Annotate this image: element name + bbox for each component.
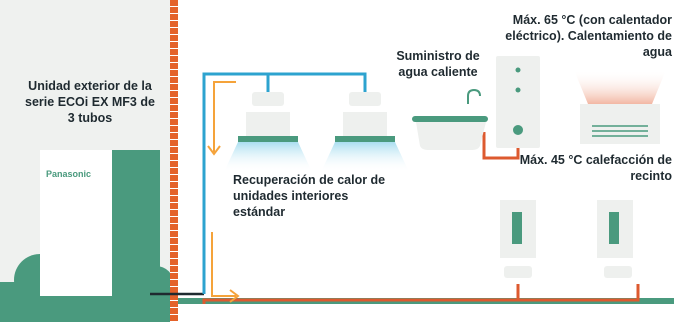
ceiling-cassette-left: [224, 92, 312, 172]
brick-wall: [170, 0, 178, 322]
pipe-blue: [202, 72, 367, 294]
heat-recovery-arrow-top: [213, 81, 236, 152]
heat-recovery-arrow-bottom: [211, 232, 236, 297]
outdoor-unit: [40, 150, 160, 296]
outdoor-unit-label: Unidad exterior de la serie ECOi EX MF3 …: [25, 79, 155, 125]
ceiling-cassette-right: [321, 92, 409, 172]
bathtub-icon: [412, 88, 488, 150]
floor-console-left: [500, 200, 536, 278]
heat-recovery-label: Recuperación de calor de unidades interi…: [233, 173, 386, 219]
brand-logo: Panasonic: [46, 169, 92, 179]
hot-water-supply-label: Suministro de agua caliente: [396, 49, 480, 79]
water-heater-icon: [574, 70, 666, 144]
floor-console-right: [597, 200, 633, 278]
pipe-red: [202, 284, 640, 304]
hot-water-tank-icon: [496, 56, 540, 148]
water-heating-label: Máx. 65 °C (con calentador eléctrico). C…: [505, 13, 672, 59]
space-heating-label: Máx. 45 °C calefacción de recinto: [519, 153, 672, 183]
